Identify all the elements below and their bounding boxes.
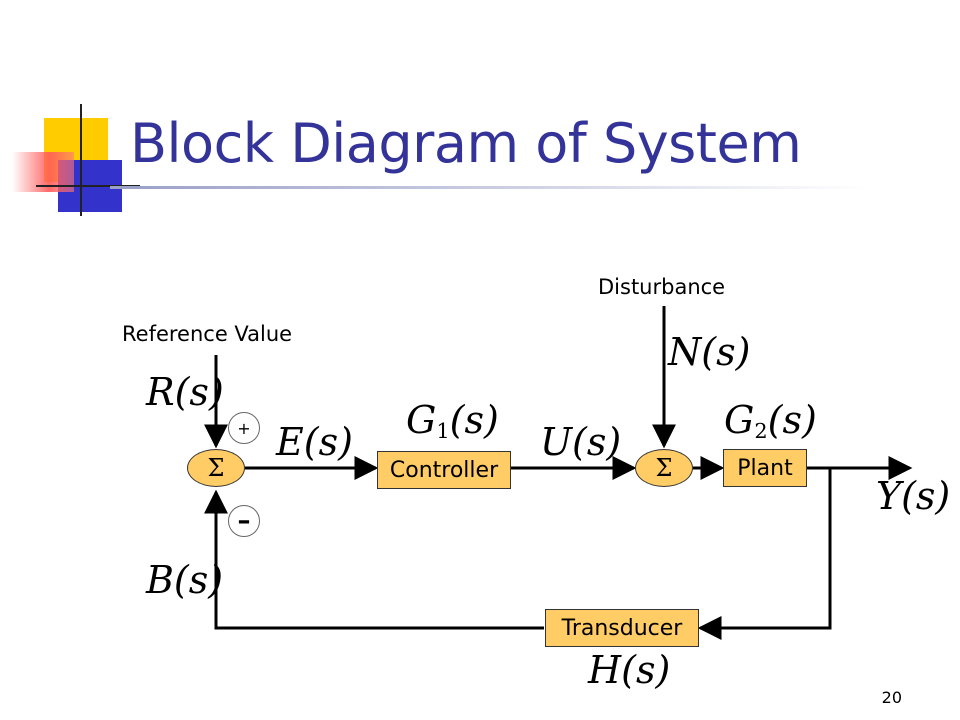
plus-sign: + xyxy=(228,412,260,444)
signal-r-label: R(s) xyxy=(146,370,224,414)
g1-sub: 1 xyxy=(436,419,450,444)
transfer-g1-label: G1(s) xyxy=(406,398,499,443)
summing-junction-1: Σ xyxy=(187,449,245,487)
g1-rest: (s) xyxy=(449,398,499,442)
controller-block: Controller xyxy=(377,451,511,489)
decorative-horizontal-line xyxy=(36,185,140,187)
feedback-to-transducer-wire xyxy=(697,468,832,640)
feedback-to-sum-wire xyxy=(204,489,544,630)
g2-base: G xyxy=(724,398,755,442)
signal-b-label: B(s) xyxy=(146,558,224,602)
signal-n-label: N(s) xyxy=(668,330,751,374)
g1-base: G xyxy=(406,398,437,442)
slide-title: Block Diagram of System xyxy=(130,112,802,175)
signal-y-label: Y(s) xyxy=(876,474,951,518)
transfer-h-label: H(s) xyxy=(588,648,671,692)
page-number: 20 xyxy=(881,688,902,707)
transfer-g2-label: G2(s) xyxy=(724,398,817,443)
decorative-vertical-line xyxy=(80,104,82,216)
transducer-block: Transducer xyxy=(545,609,699,647)
reference-value-label: Reference Value xyxy=(122,322,293,346)
plant-block: Plant xyxy=(723,449,807,487)
signal-u-label: U(s) xyxy=(540,420,622,464)
g2-rest: (s) xyxy=(767,398,817,442)
title-underline xyxy=(110,186,870,189)
g2-sub: 2 xyxy=(754,419,768,444)
disturbance-label: Disturbance xyxy=(598,275,726,299)
signal-e-label: E(s) xyxy=(276,420,353,464)
summing-junction-2: Σ xyxy=(635,449,693,487)
minus-sign: – xyxy=(228,505,260,537)
